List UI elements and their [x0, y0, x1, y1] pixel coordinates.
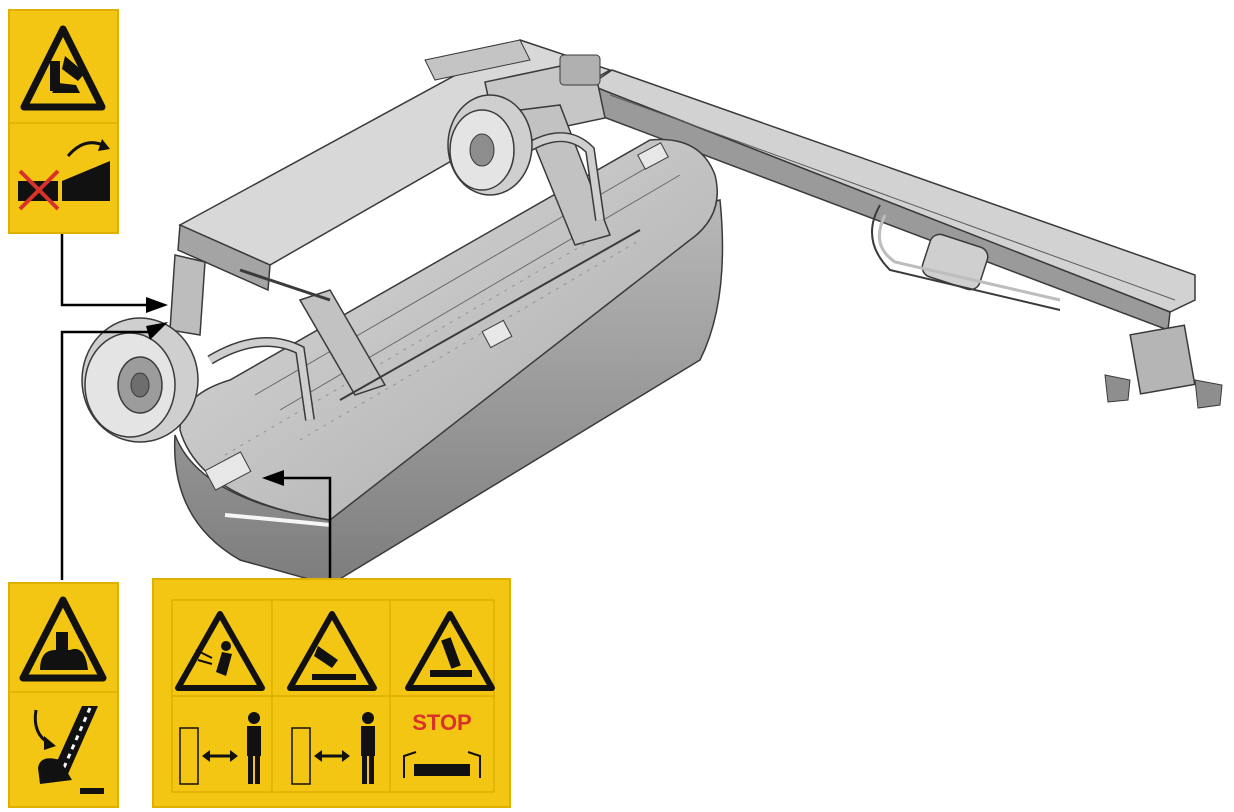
top-frame: [169, 39, 612, 336]
keep-distance-icon: [291, 712, 375, 785]
support-frame: [207, 104, 641, 421]
stop-label: STOP: [412, 710, 472, 735]
stop-engine-icon: STOP: [403, 710, 481, 778]
thrown-object-warning-icon: [175, 611, 265, 691]
decal-bottom-center: STOP: [152, 578, 511, 808]
arrow-bottom-left-decal: [60, 330, 150, 580]
keep-distance-icon: [179, 712, 261, 785]
rear-wheel: [447, 94, 533, 196]
lower-lever-icon: [33, 706, 104, 794]
raising-unit-warning-icon: [405, 611, 495, 691]
foot-crush-warning-icon: [19, 596, 107, 682]
no-hand-under-cover-icon: [18, 139, 110, 211]
decal-top-left: [8, 9, 119, 234]
front-wheel: [81, 317, 199, 443]
drawbar: [584, 69, 1223, 409]
hand-crush-warning-icon: [20, 25, 106, 111]
cutting-blade-warning-icon: [287, 611, 377, 691]
callout-arrows: [60, 234, 332, 580]
arrow-top-decal: [60, 234, 150, 307]
decal-bottom-left: [8, 582, 119, 808]
arrow-center-decal: [282, 476, 332, 578]
